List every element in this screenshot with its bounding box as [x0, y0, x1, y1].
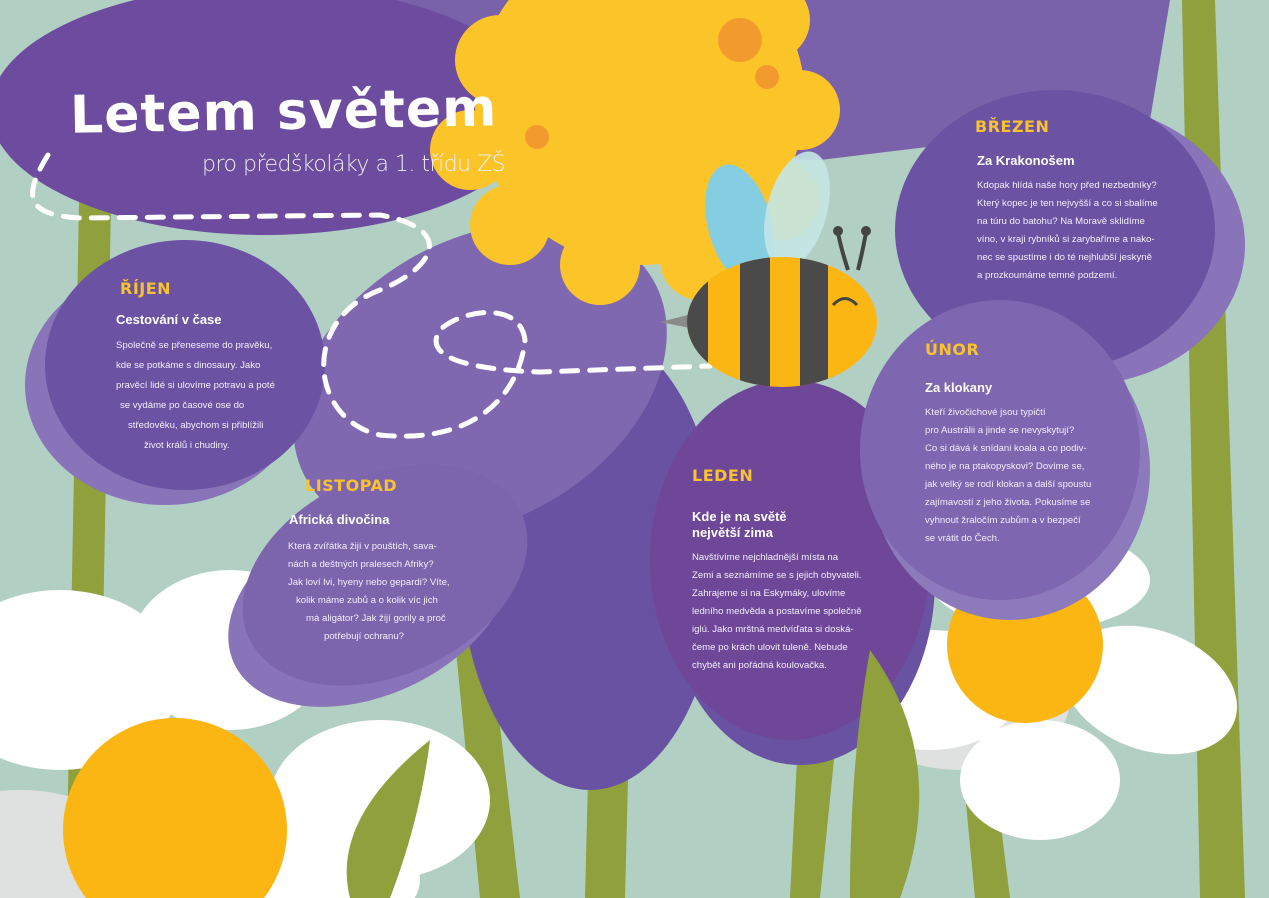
text-line: Co si dává k snídani koala a co podiv-	[925, 443, 1087, 454]
petal-title	[0, 0, 540, 235]
text-line: Která zvířátka žijí v pouštích, sava-	[288, 541, 437, 552]
petal-brezen	[895, 90, 1215, 370]
section-title-brezen: Za Krakonošem	[977, 153, 1075, 168]
section-body-leden: Navštívíme nejchladnější místa na Zemi a…	[692, 549, 862, 675]
page-title: Letem světem	[69, 78, 498, 146]
section-title-leden: Kde je na světě největší zima	[692, 509, 787, 541]
daisy-center	[63, 718, 287, 898]
text-line: má aligátor? Jak žijí gorily a proč	[306, 613, 446, 624]
month-heading-listopad: LISTOPAD	[305, 476, 398, 495]
section-body-listopad: Která zvířátka žijí v pouštích, sava- ná…	[288, 538, 450, 646]
section-body-brezen: Kdopak hlídá naše hory před nezbedníky? …	[977, 177, 1158, 285]
text-line: život králů i chudiny.	[144, 440, 230, 451]
text-line: ledního medvěda a postavíme společně	[692, 606, 862, 617]
text-line: pro Austrálii a jinde se nevyskytují?	[925, 425, 1075, 436]
page-subtitle: pro předškoláky a 1. třídu ZŠ	[202, 152, 506, 177]
orange-dot	[755, 65, 779, 89]
month-heading-brezen: BŘEZEN	[975, 117, 1050, 136]
orange-dot	[718, 18, 762, 62]
bee-icon	[660, 151, 877, 387]
petal-mid	[293, 222, 667, 538]
text-line: čeme po krách ulovit tuleně. Nebude	[692, 642, 848, 653]
section-title-unor: Za klokany	[925, 380, 993, 395]
text-line: Zemi a seznámíme se s jejich obyvateli.	[692, 570, 862, 581]
title-line: největší zima	[692, 525, 773, 540]
text-line: Jak loví lvi, hyeny nebo gepardi? Víte,	[288, 577, 450, 588]
text-line: iglú. Jako mrštná medvíďata si doská-	[692, 624, 854, 635]
section-title-rijen: Cestování v čase	[116, 312, 222, 327]
text-line: jak velký se rodí klokan a další spoustu	[925, 479, 1092, 490]
flight-path	[30, 152, 713, 439]
text-line: kolik máme zubů a o kolik víc jich	[296, 595, 438, 606]
text-line: se vydáme po časové ose do	[120, 400, 245, 411]
text-line: Společně se přeneseme do pravěku,	[116, 340, 273, 351]
text-line: se vrátit do Čech.	[925, 533, 1000, 544]
petal-leden	[650, 380, 930, 740]
text-line: pravěcí lidé si ulovíme potravu a poté	[116, 380, 275, 391]
text-line: Kteří živočichové jsou typičtí	[925, 407, 1046, 418]
text-line: Kdopak hlídá naše hory před nezbedníky?	[977, 180, 1157, 191]
month-heading-unor: ÚNOR	[925, 340, 980, 359]
title-line: Kde je na světě	[692, 509, 787, 524]
petal-rijen	[45, 240, 325, 490]
text-line: a prozkoumáme temné podzemí.	[977, 270, 1118, 281]
text-line: středověku, abychom si přiblížili	[128, 420, 264, 431]
text-line: potřebují ochranu?	[324, 631, 405, 642]
text-line: nách a deštných pralesech Afriky?	[288, 559, 434, 570]
leaf	[850, 650, 920, 898]
text-line: nec se spustíme i do té nejhlubší jeskyn…	[977, 252, 1152, 263]
text-line: Který kopec je ten nejvyšší a co si sbal…	[977, 198, 1158, 209]
text-line: ného je na ptakopyskovi? Dovíme se,	[925, 461, 1085, 472]
month-heading-rijen: ŘÍJEN	[120, 279, 172, 298]
petal-unor	[860, 300, 1140, 600]
orange-dot	[525, 125, 549, 149]
section-body-unor: Kteří živočichové jsou typičtí pro Austr…	[925, 404, 1091, 548]
text-line: víno, v kraji rybníků si zarybaříme a na…	[977, 234, 1155, 245]
month-heading-leden: LEDEN	[692, 466, 754, 485]
text-line: vyhnout žraločím zubům a v bezpečí	[925, 515, 1081, 526]
text-line: kde se potkáme s dinosaury. Jako	[116, 360, 261, 371]
section-body-rijen: Společně se přeneseme do pravěku, kde se…	[112, 336, 282, 456]
text-line: chybět ani pořádná koulovačka.	[692, 660, 827, 671]
text-line: Zahrajeme si na Eskymáky, ulovíme	[692, 588, 846, 599]
text-line: zajímavostí z jeho života. Pokusíme se	[925, 497, 1091, 508]
text-line: na túru do batohu? Na Moravě sklidíme	[977, 216, 1145, 227]
petal-listopad	[242, 464, 528, 686]
text-line: Navštívíme nejchladnější místa na	[692, 552, 839, 563]
section-title-listopad: Africká divočina	[289, 512, 390, 527]
leaf	[346, 740, 430, 898]
